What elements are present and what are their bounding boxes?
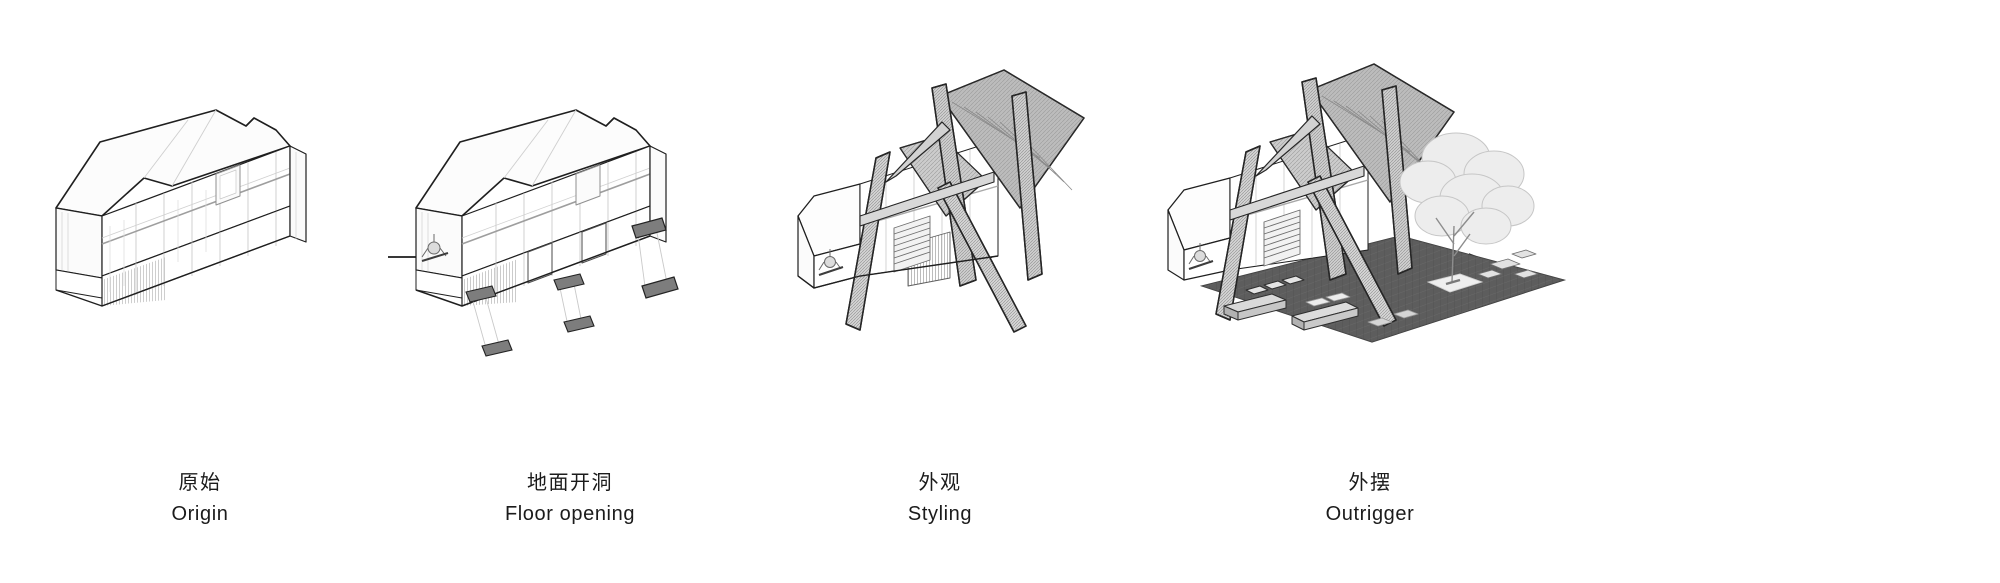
a-frame-structure [845, 83, 1043, 333]
stair-glyph [1188, 243, 1214, 270]
interior-stair [893, 215, 931, 273]
stair-glyph [421, 234, 449, 262]
caption-styling: 外观 Styling [790, 468, 1090, 530]
figure-outrigger [1160, 30, 1580, 360]
caption-floor-opening: 地面开洞 Floor opening [400, 468, 740, 530]
bench-cluster [1291, 292, 1359, 331]
floor-opening-building [415, 109, 667, 307]
stair-glyph [818, 249, 844, 276]
stage-floor-opening [400, 0, 740, 583]
removed-panel [553, 273, 595, 333]
tree-paving-slab [1426, 273, 1484, 293]
figure-styling [790, 30, 1090, 360]
interior-stair [1263, 209, 1301, 267]
caption-outrigger-en: Outrigger [1325, 503, 1415, 525]
caption-origin-cn: 原始 [178, 472, 222, 494]
caption-outrigger: 外摆 Outrigger [1160, 468, 1580, 530]
stage-outrigger [1160, 0, 1580, 583]
floor-voids [527, 222, 607, 284]
styling-roof-planes [899, 69, 1085, 217]
caption-floor-opening-en: Floor opening [504, 503, 636, 525]
figure-origin [40, 30, 360, 360]
tree-canopy [1399, 132, 1535, 245]
stage-styling [790, 0, 1090, 583]
caption-styling-en: Styling [907, 503, 973, 525]
caption-origin-en: Origin [171, 503, 229, 525]
tree-trunk [1435, 211, 1475, 283]
caption-origin: 原始 Origin [40, 468, 360, 530]
removed-panel [631, 217, 679, 299]
seat-cushions [1245, 275, 1305, 295]
stage-origin [40, 0, 360, 583]
caption-outrigger-cn: 外摆 [1348, 472, 1392, 494]
removed-floor-panels [465, 217, 679, 357]
caption-floor-opening-cn: 地面开洞 [527, 472, 613, 494]
outrigger-roof-planes [1269, 63, 1455, 211]
a-frame-structure [1215, 77, 1413, 327]
caption-styling-cn: 外观 [918, 472, 962, 494]
planter-bench [1223, 293, 1287, 321]
tree [1399, 132, 1535, 286]
stepping-stones [1367, 309, 1419, 327]
figure-floor-opening [400, 30, 740, 360]
tree-base [1445, 278, 1461, 286]
table-and-chairs [1477, 249, 1539, 279]
removed-panel [465, 285, 513, 357]
outdoor-furniture [1223, 249, 1539, 331]
origin-building [55, 109, 307, 307]
